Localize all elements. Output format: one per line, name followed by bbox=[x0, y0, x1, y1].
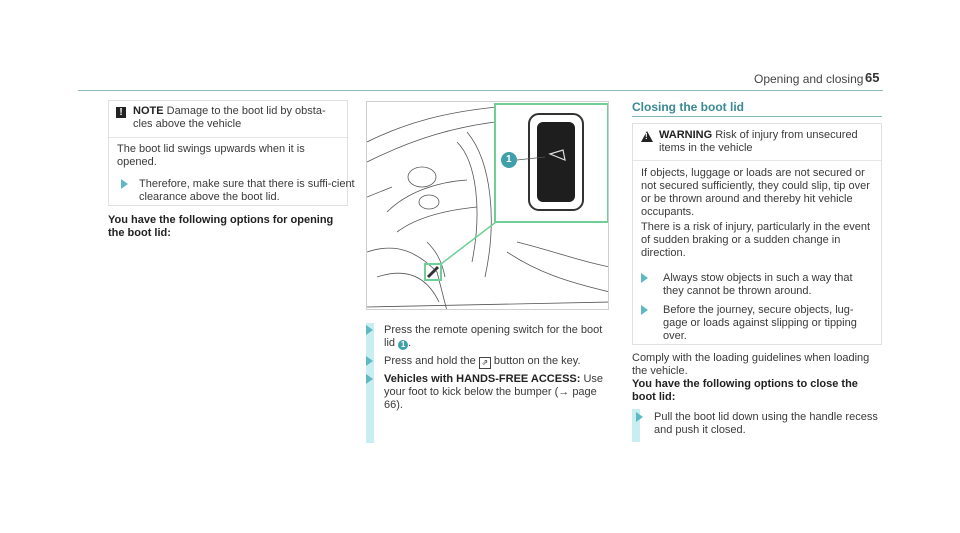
boot-lid-switch-illustration: 1 bbox=[366, 101, 609, 310]
step-1: Press the remote opening switch for the … bbox=[366, 324, 616, 350]
step-1-suffix: . bbox=[408, 337, 412, 349]
section-title-closing: Closing the boot lid bbox=[632, 100, 744, 114]
note-title: Damage to the boot lid by obsta-cles abo… bbox=[133, 105, 326, 130]
step-1-text: Press the remote opening switch for the … bbox=[384, 324, 603, 349]
step-2-text-after: button on the key. bbox=[493, 355, 581, 367]
bullet-arrow-icon bbox=[641, 273, 648, 283]
callout-1-label: 1 bbox=[506, 154, 512, 165]
switch-highlight-box bbox=[424, 263, 442, 281]
warning-title: Risk of injury from unsecured items in t… bbox=[659, 129, 858, 154]
note-heading: NOTE Damage to the boot lid by obsta-cle… bbox=[133, 105, 343, 131]
bullet-arrow-icon bbox=[636, 412, 643, 422]
step-2-text-before: Press and hold the bbox=[384, 355, 476, 367]
warning-bullet-1-text: Always stow objects in such a way that t… bbox=[663, 272, 853, 297]
step-3-ref[interactable]: (→ page 66). bbox=[384, 386, 597, 411]
step-bar-close bbox=[632, 409, 640, 442]
warning-label: WARNING bbox=[659, 129, 713, 141]
warning-bullet-2: Before the journey, secure objects, lug-… bbox=[641, 304, 875, 343]
warning-heading: WARNING Risk of injury from unsecured it… bbox=[659, 129, 877, 155]
step-3-text: Use your foot to kick below the bumper bbox=[384, 373, 604, 398]
warning-divider bbox=[633, 160, 881, 161]
comply-text: Comply with the loading guidelines when … bbox=[632, 352, 870, 377]
bullet-arrow-icon bbox=[366, 374, 373, 384]
section-rule bbox=[632, 116, 882, 117]
step-2: Press and hold the ⇗ button on the key. bbox=[366, 355, 616, 369]
warning-para-2: There is a risk of injury, particularly … bbox=[641, 221, 871, 259]
header-section-title: Opening and closing bbox=[754, 72, 864, 86]
switch-detail bbox=[426, 265, 440, 279]
dashboard-line-drawing bbox=[367, 103, 608, 309]
close-step: Pull the boot lid down using the handle … bbox=[636, 411, 879, 437]
warning-box: WARNING Risk of injury from unsecured it… bbox=[632, 123, 882, 345]
note-divider bbox=[109, 137, 347, 138]
note-label: NOTE bbox=[133, 105, 164, 117]
note-body: The boot lid swings upwards when it is o… bbox=[117, 143, 305, 168]
bullet-arrow-icon bbox=[366, 325, 373, 335]
step-3-bold: Vehicles with HANDS-FREE ACCESS: bbox=[384, 373, 581, 385]
note-bullet: Therefore, make sure that there is suffi… bbox=[117, 178, 364, 204]
warning-triangle-icon bbox=[641, 131, 653, 142]
options-open-heading: You have the following options for openi… bbox=[108, 214, 334, 239]
warning-bullet-2-text: Before the journey, secure objects, lug-… bbox=[663, 304, 857, 342]
bullet-arrow-icon bbox=[366, 356, 373, 366]
options-close-heading: You have the following options to close … bbox=[632, 378, 858, 403]
close-step-text: Pull the boot lid down using the handle … bbox=[654, 411, 878, 436]
callout-1-marker bbox=[501, 152, 517, 168]
bullet-arrow-icon bbox=[641, 305, 648, 315]
comply-paragraph: Comply with the loading guidelines when … bbox=[632, 352, 882, 404]
step-3: Vehicles with HANDS-FREE ACCESS: Use you… bbox=[366, 373, 616, 412]
note-bullet-text: Therefore, make sure that there is suffi… bbox=[139, 178, 355, 203]
note-box: ! NOTE Damage to the boot lid by obsta-c… bbox=[108, 100, 355, 206]
boot-lid-key-icon: ⇗ bbox=[478, 357, 491, 369]
bullet-arrow-icon bbox=[121, 179, 128, 189]
header-rule bbox=[78, 90, 883, 91]
warning-para-1: If objects, luggage or loads are not sec… bbox=[641, 167, 870, 218]
boot-lid-symbol-icon bbox=[548, 149, 566, 161]
callout-1-icon: 1 bbox=[398, 340, 409, 350]
page-number: 65 bbox=[865, 70, 880, 85]
warning-bullet-1: Always stow objects in such a way that t… bbox=[641, 272, 875, 298]
note-icon: ! bbox=[116, 107, 126, 118]
